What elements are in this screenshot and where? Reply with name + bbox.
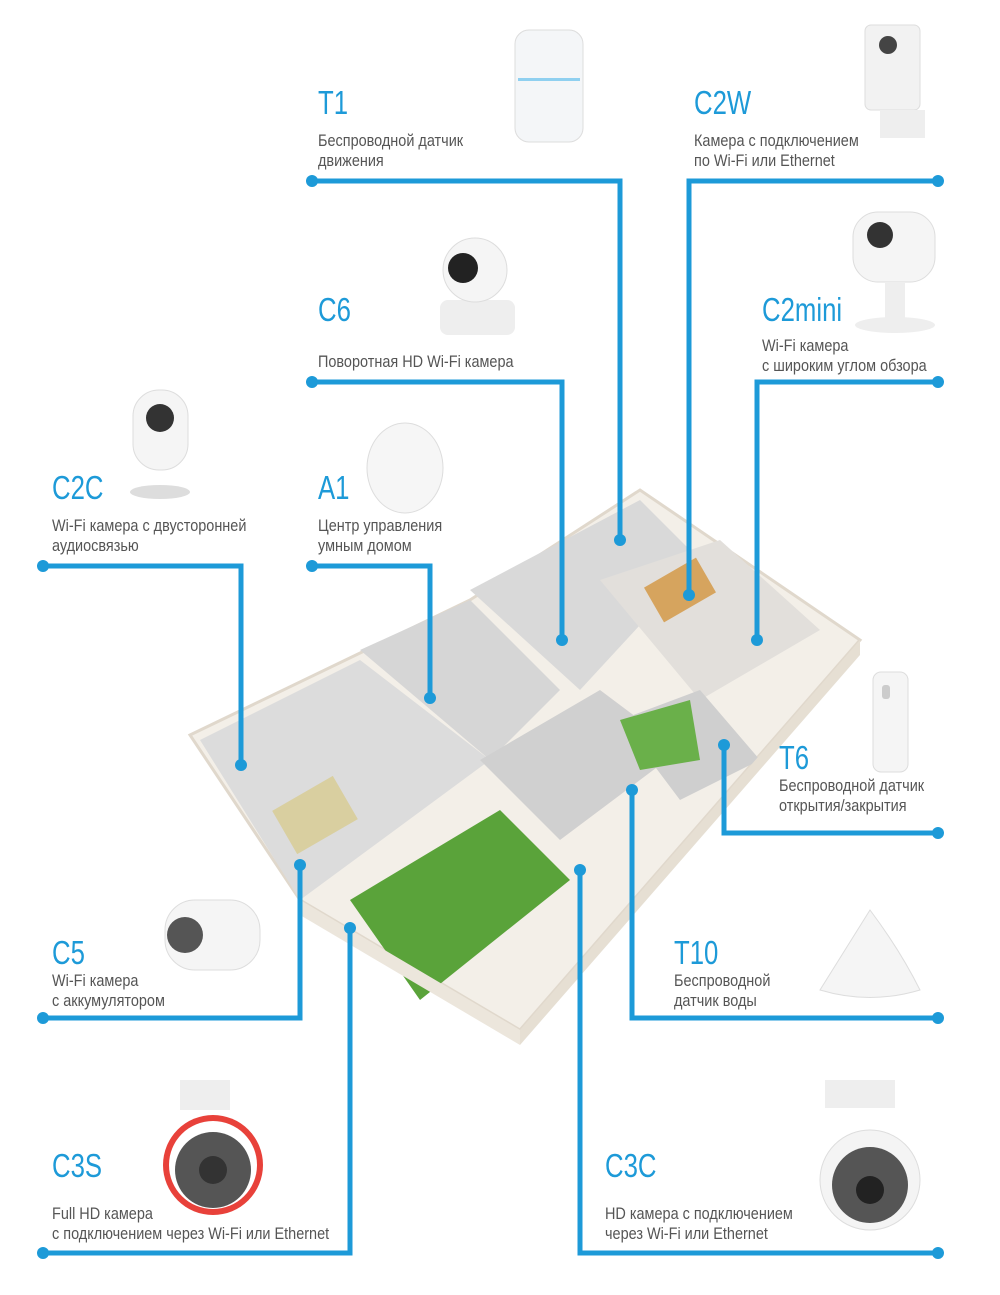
model-title: T10 [674, 934, 719, 971]
desc-line: Беспроводной датчик [779, 776, 925, 795]
model-title: C5 [52, 934, 85, 971]
model-title: C6 [318, 291, 351, 328]
model-title: C2C [52, 469, 104, 506]
desc-line: Беспроводной [674, 971, 771, 990]
connector-dots [37, 175, 944, 1259]
model-title: C3C [605, 1147, 657, 1184]
desc-line: открытия/закрытия [779, 796, 907, 815]
t6-door-sensor-image [872, 671, 909, 773]
a1-hub-image [366, 422, 444, 514]
model-title: T6 [779, 739, 810, 776]
c2mini-camera-image [852, 211, 936, 333]
desc-line: по Wi-Fi или Ethernet [694, 151, 835, 170]
c5-battery-camera-image [164, 899, 261, 971]
desc-line: датчик воды [674, 991, 757, 1010]
c6-pan-camera-image [440, 237, 515, 335]
desc-line: движения [318, 151, 384, 170]
product-images [130, 24, 936, 1231]
c3c-camera-image [819, 1080, 921, 1231]
desc-line: Wi-Fi камера [52, 971, 139, 990]
house-floor-plan [187, 488, 863, 1045]
desc-line: через Wi-Fi или Ethernet [605, 1224, 768, 1243]
model-title: C2mini [762, 291, 843, 328]
desc-line: Wi-Fi камера с двусторонней [52, 516, 247, 535]
desc-line: умным домом [318, 536, 412, 555]
model-title: C3S [52, 1147, 103, 1184]
c2w-camera-image [864, 24, 925, 138]
desc-line: Full HD камера [52, 1204, 153, 1223]
model-title: T1 [318, 84, 349, 121]
desc-line: с подключением через Wi-Fi или Ethernet [52, 1224, 330, 1243]
desc-line: Wi-Fi камера [762, 336, 849, 355]
connector-lines [43, 178, 938, 1256]
desc-line: Камера с подключением [694, 131, 859, 150]
desc-line: HD камера с подключением [605, 1204, 793, 1223]
desc-line: аудиосвязью [52, 536, 139, 555]
desc-line: с аккумулятором [52, 991, 165, 1010]
desc-line: Центр управления [318, 516, 443, 535]
desc-line: с широким углом обзора [762, 356, 927, 375]
model-title: A1 [318, 469, 350, 506]
t1-motion-sensor-image [514, 29, 584, 143]
desc-line: Поворотная HD Wi-Fi камера [318, 352, 514, 371]
c3s-camera-image [163, 1080, 263, 1215]
desc-line: Беспроводной датчик [318, 131, 464, 150]
t10-water-sensor-image [819, 909, 921, 998]
model-title: C2W [694, 84, 752, 121]
device-c6: C6 Поворотная HD Wi-Fi камера [318, 292, 548, 372]
c2c-camera-image [130, 389, 190, 499]
